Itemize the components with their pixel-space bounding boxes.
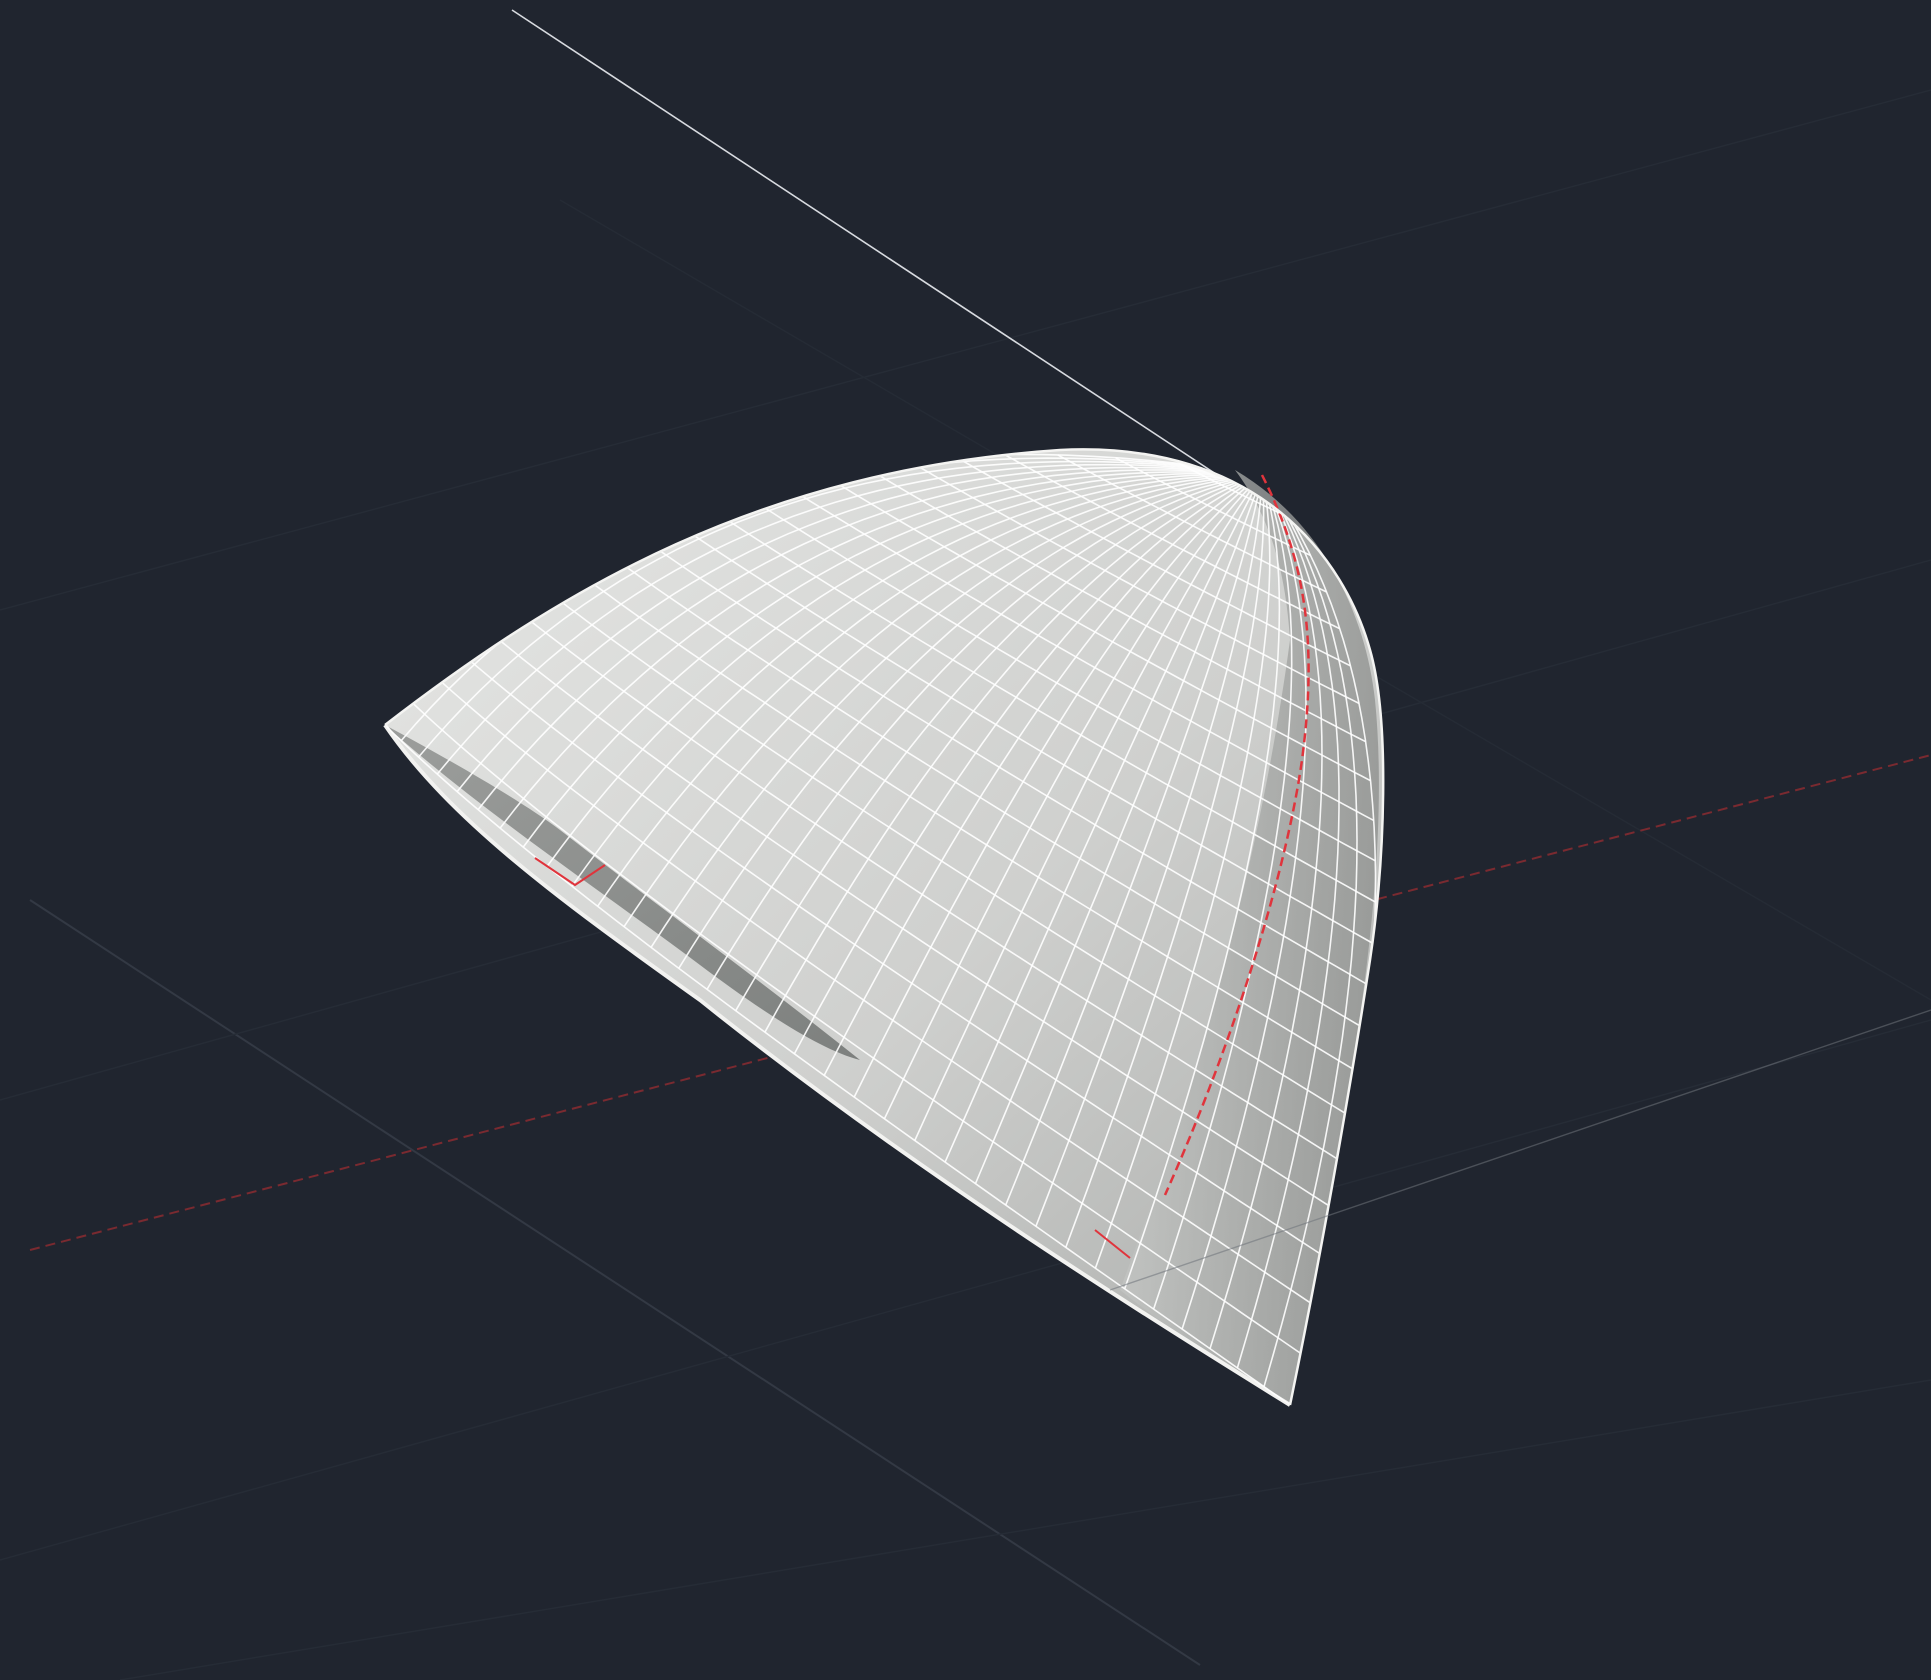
isoline-parallel xyxy=(820,472,1371,782)
isoline-meridian xyxy=(974,474,1263,1184)
isoline-meridian xyxy=(1004,474,1263,1206)
isoline-parallel xyxy=(432,673,1317,1308)
isoline-meridian xyxy=(914,474,1263,1141)
isoline-parallel xyxy=(570,566,1363,1075)
isoline-meridian xyxy=(823,474,1263,1076)
paraboloid-surface[interactable] xyxy=(383,448,1385,1407)
isoline-parallel xyxy=(1004,453,1341,630)
isoline-meridian xyxy=(477,469,1263,811)
isoline-parallel xyxy=(540,585,1356,1120)
isoline-parallel xyxy=(668,517,1375,945)
isoline-parallel xyxy=(511,605,1348,1166)
isoline-meridian xyxy=(1181,474,1307,1330)
construction-line xyxy=(511,9,1223,479)
isoline-meridian xyxy=(1065,474,1265,1248)
isoline-meridian xyxy=(793,474,1263,1055)
isoline-parallel xyxy=(862,465,1367,743)
shell-lip-edge xyxy=(383,723,1292,1407)
isoline-parallel xyxy=(954,455,1351,667)
isoline-meridian xyxy=(678,474,1263,969)
isoline-meridian xyxy=(522,472,1263,848)
isoline-meridian xyxy=(623,474,1263,928)
isoline-parallel xyxy=(484,626,1339,1213)
isoline-meridian xyxy=(546,473,1263,867)
isoline-meridian xyxy=(1123,474,1281,1290)
isoline-meridian xyxy=(1236,474,1340,1369)
isoline-meridian xyxy=(436,463,1263,775)
isoline-meridian xyxy=(596,474,1263,907)
isoline-meridian xyxy=(571,474,1263,887)
isoline-parallel xyxy=(385,724,1291,1405)
lip-seam-mark xyxy=(534,857,606,887)
isoline-parallel xyxy=(704,504,1376,903)
ground-grid-front xyxy=(1109,1009,1931,1291)
isoline-meridian xyxy=(1261,474,1358,1387)
isoline-meridian xyxy=(417,460,1263,758)
isoline-meridian xyxy=(499,471,1263,829)
shell-silhouette xyxy=(384,448,1385,1406)
isoline-meridian xyxy=(853,474,1263,1098)
isoline-parallel xyxy=(1115,456,1311,557)
isoline-meridian xyxy=(706,474,1263,990)
isoline-parallel xyxy=(457,649,1329,1260)
isoline-meridian xyxy=(764,474,1263,1033)
isoline-parallel xyxy=(1179,462,1291,519)
isoline-parallel xyxy=(780,481,1375,822)
shell-side-shade xyxy=(1120,470,1379,1405)
isoline-meridian xyxy=(456,466,1263,793)
isoline-parallel xyxy=(407,698,1305,1357)
surface-seam xyxy=(1163,474,1310,1196)
isoline-meridian xyxy=(944,474,1263,1163)
isoline-parallel xyxy=(634,532,1372,988)
isoline-meridian xyxy=(1035,474,1263,1227)
isoline-meridian xyxy=(1094,474,1271,1269)
isoline-meridian xyxy=(1152,474,1293,1310)
isoline-parallel xyxy=(907,459,1360,705)
isoline-parallel xyxy=(1057,454,1327,593)
isoline-meridian xyxy=(650,474,1263,948)
isoline-meridian xyxy=(1209,474,1323,1349)
isoline-meridian xyxy=(735,474,1263,1012)
lip-seam-mark-2 xyxy=(1094,1229,1131,1259)
shell-inner-face xyxy=(385,725,860,1060)
isoline-parallel xyxy=(741,492,1376,862)
isoline-parallel xyxy=(602,549,1368,1031)
isoline-meridian xyxy=(883,474,1263,1120)
